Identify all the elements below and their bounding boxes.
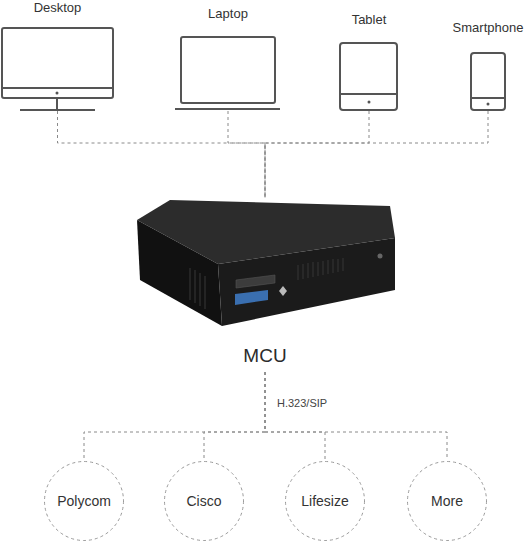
dashed-connector xyxy=(265,111,369,198)
device-label: Smartphone xyxy=(446,20,530,35)
client-device: Laptop xyxy=(172,6,284,111)
dashed-connector xyxy=(204,372,265,460)
device-label: Desktop xyxy=(0,0,115,15)
circle-outline xyxy=(286,462,365,541)
circle-outline xyxy=(408,462,487,541)
vendor-circle: Polycom xyxy=(43,460,125,541)
tablet-icon xyxy=(340,43,397,110)
dashed-connector xyxy=(58,111,266,198)
vendor-circle: Cisco xyxy=(163,460,245,541)
dashed-connector xyxy=(265,372,447,460)
client-device: Tablet xyxy=(337,12,401,111)
smartphone-icon xyxy=(471,53,505,110)
client-device: Desktop xyxy=(0,0,115,111)
vendor-name: Lifesize xyxy=(301,493,348,509)
vendor-name: Polycom xyxy=(57,493,111,509)
dashed-connector xyxy=(84,372,265,460)
dashed-connector xyxy=(265,372,325,460)
desktop-icon xyxy=(2,28,113,110)
mcu-server: MCU xyxy=(130,198,400,372)
protocol-label: H.323/SIP xyxy=(277,397,327,410)
vendor-name: More xyxy=(431,493,463,509)
dashed-connector xyxy=(228,111,265,198)
vendor-name: Cisco xyxy=(186,493,221,509)
laptop-icon xyxy=(175,37,280,109)
client-device: Smartphone xyxy=(446,20,530,111)
dashed-connector xyxy=(265,111,488,198)
circle-outline xyxy=(45,462,124,541)
vendor-circle: Lifesize xyxy=(284,460,366,541)
device-label: Tablet xyxy=(337,12,401,27)
device-label: Laptop xyxy=(172,6,284,21)
server-label: MCU xyxy=(130,345,400,367)
mcu-server-illustration xyxy=(137,200,395,326)
vendor-circle: More xyxy=(406,460,488,541)
circle-outline xyxy=(165,462,244,541)
